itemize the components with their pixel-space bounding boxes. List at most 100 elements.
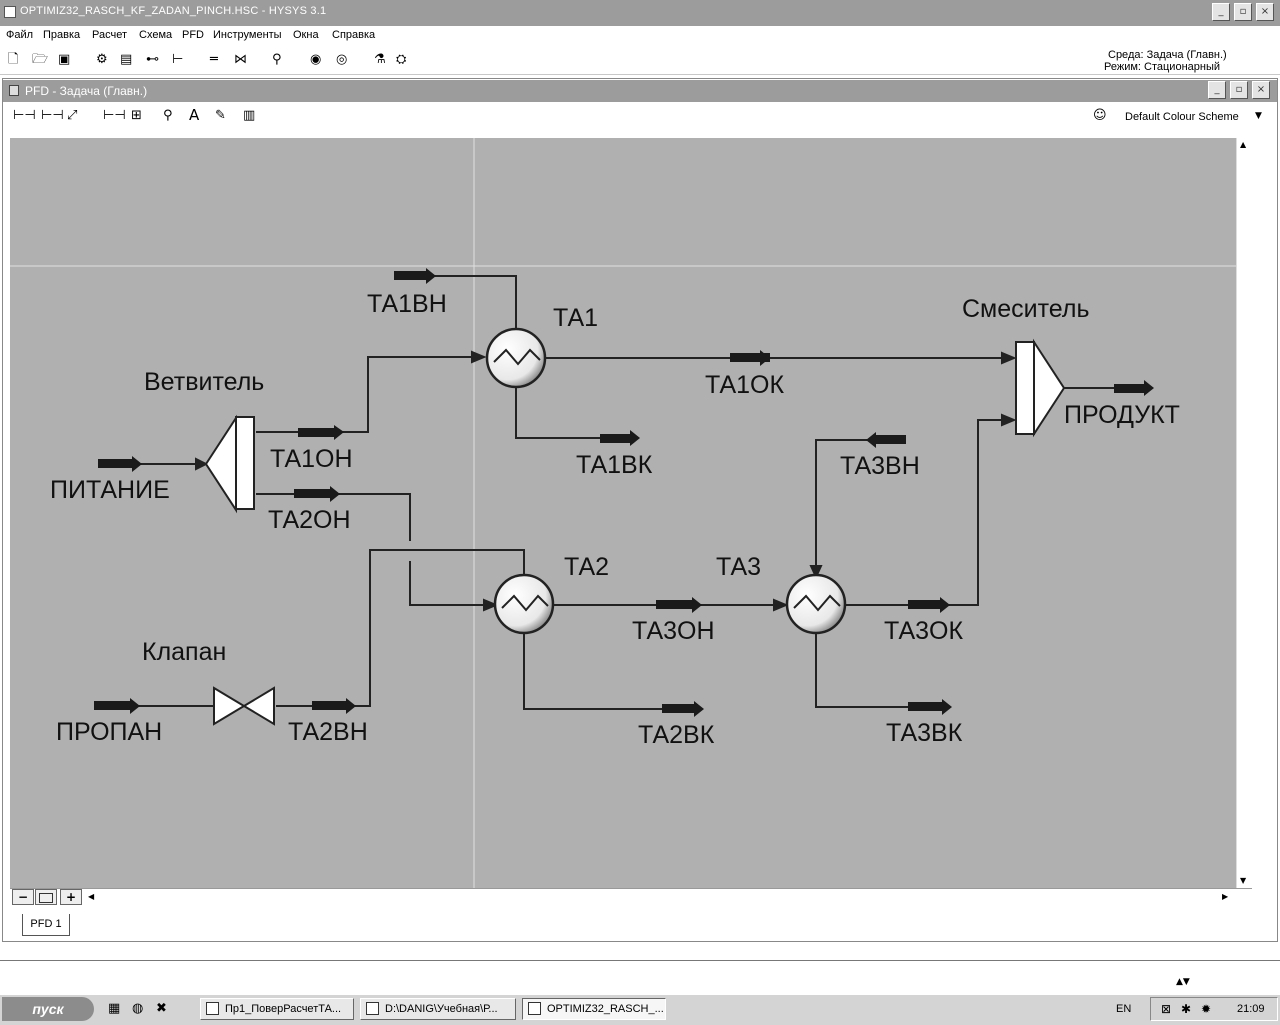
stream-ta3vk-line xyxy=(815,632,946,708)
task-word-doc[interactable]: Пр1_ПоверРасчетТА... xyxy=(200,998,354,1020)
task-hysys[interactable]: OPTIMIZ32_RASCH_... xyxy=(522,998,666,1020)
mixer-unit[interactable] xyxy=(1015,338,1066,438)
language-indicator[interactable]: EN xyxy=(1116,1003,1132,1015)
start-button[interactable]: пуск xyxy=(2,997,94,1021)
label-mixer: Смеситель xyxy=(962,295,1089,323)
stream-marker-feed xyxy=(98,456,142,472)
stream-icon[interactable]: ═ xyxy=(210,52,218,67)
quicklaunch-browser-icon[interactable]: ◍ xyxy=(132,1001,144,1016)
dynamics-icon[interactable]: ⛭ xyxy=(396,52,407,67)
zoom-fit-button[interactable] xyxy=(35,889,57,905)
arrow-head xyxy=(1001,351,1017,365)
label-feed: ПИТАНИЕ xyxy=(50,476,170,504)
mode-label: Режим: Стационарный xyxy=(1104,61,1220,73)
scroll-left-icon[interactable]: ◀ xyxy=(88,892,95,901)
auto-position-icon[interactable]: ⊞ xyxy=(131,108,142,123)
new-file-icon[interactable]: 🗋 xyxy=(8,52,19,67)
quicklaunch-tool-icon[interactable]: ✖ xyxy=(156,1001,167,1016)
pfd-title: PFD - Задача (Главн.) xyxy=(25,84,148,98)
arrow-head xyxy=(471,350,487,364)
menu-windows[interactable]: Окна xyxy=(293,29,319,41)
arrow-head xyxy=(1001,413,1017,427)
stream-ta3ok-line xyxy=(846,419,1004,606)
menu-edit[interactable]: Правка xyxy=(43,29,81,41)
object-navigator-icon[interactable]: ⚲ xyxy=(272,52,282,67)
flask-icon[interactable]: ⚗ xyxy=(374,52,386,67)
stream-marker-ta1vn xyxy=(394,268,436,284)
palette-icon[interactable]: ▥ xyxy=(243,108,256,123)
chevron-down-icon[interactable]: ▼ xyxy=(1255,111,1262,121)
status-up-down-icon[interactable]: ▲▼ xyxy=(1176,977,1190,987)
pfd-title-bar: PFD - Задача (Главн.) xyxy=(3,80,1277,102)
clock: 21:09 xyxy=(1237,1003,1265,1015)
menu-scheme[interactable]: Схема xyxy=(139,29,173,41)
menu-calc[interactable]: Расчет xyxy=(92,29,127,41)
scroll-up-icon[interactable]: ▲ xyxy=(1240,140,1247,149)
menu-file[interactable]: Файл xyxy=(6,29,34,41)
component-list-icon[interactable]: ⚙ xyxy=(96,52,108,67)
label-splitter: Ветвитель xyxy=(144,368,264,396)
stream-ta2vk-line xyxy=(523,632,700,710)
menu-help[interactable]: Справка xyxy=(332,29,376,41)
horizontal-scrollbar[interactable]: ◀ ▶ xyxy=(10,888,1252,907)
break-connection-icon[interactable]: ⤢ xyxy=(67,108,78,123)
text-label-icon[interactable]: A xyxy=(189,106,200,124)
pfd-minimize-button[interactable]: _ xyxy=(1208,81,1226,99)
valve-unit[interactable] xyxy=(213,686,275,726)
tray-antivirus-icon[interactable]: ✹ xyxy=(1201,1002,1212,1016)
scroll-down-icon[interactable]: ▼ xyxy=(1240,876,1247,885)
tab-pfd1[interactable]: PFD 1 xyxy=(22,914,70,936)
scroll-right-icon[interactable]: ▶ xyxy=(1222,892,1229,901)
menu-pfd[interactable]: PFD xyxy=(182,29,204,41)
vertical-scrollbar[interactable]: ▲ ▼ xyxy=(1236,138,1253,888)
label-ta3vn: ТА3ВН xyxy=(840,452,920,480)
stream-marker-ta3vn xyxy=(866,432,906,448)
heat-exchanger-ta3[interactable] xyxy=(785,573,847,635)
eye-alt-icon[interactable]: ◎ xyxy=(336,52,348,67)
pfd-window-icon xyxy=(9,85,19,96)
tray-network-icon[interactable]: ⊠ xyxy=(1161,1002,1172,1016)
colour-scheme-icon[interactable]: ☺ xyxy=(1093,108,1107,123)
close-button[interactable]: × xyxy=(1256,3,1274,21)
label-ta3: ТА3 xyxy=(716,553,761,581)
label-ta3ok: ТА3ОК xyxy=(884,617,963,645)
minimize-button[interactable]: _ xyxy=(1212,3,1230,21)
label-ta1vn: ТА1ВН xyxy=(367,290,447,318)
workbook-icon[interactable]: ▤ xyxy=(120,52,133,67)
tray-volume-icon[interactable]: ✱ xyxy=(1181,1002,1192,1016)
colour-scheme-select[interactable]: Default Colour Scheme xyxy=(1125,111,1239,123)
binoculars-icon[interactable]: ⊷ xyxy=(146,52,159,67)
stream-ta1vk-line xyxy=(515,386,636,439)
arrow-head xyxy=(809,565,823,580)
stream-marker-ta1on xyxy=(298,425,344,440)
attach-mode-icon[interactable]: ⊢⊣ xyxy=(103,108,126,123)
heat-exchanger-ta2[interactable] xyxy=(493,573,555,635)
maximize-button[interactable]: ▫ xyxy=(1234,3,1252,21)
zoom-out-button[interactable]: − xyxy=(12,889,34,905)
zoom-in-button[interactable]: + xyxy=(60,889,82,905)
splitter-unit[interactable] xyxy=(204,414,255,514)
pfd-maximize-button[interactable]: ▫ xyxy=(1230,81,1248,99)
stream-marker-ta2vn xyxy=(312,698,356,714)
stream-marker-ta2vk xyxy=(662,701,704,717)
menu-tools[interactable]: Инструменты xyxy=(213,29,282,41)
arrow-head xyxy=(773,598,789,612)
eye-icon[interactable]: ◉ xyxy=(310,52,322,67)
quicklaunch-calc-icon[interactable]: ▦ xyxy=(108,1001,121,1016)
system-tray: ⊠ ✱ ✹ 21:09 xyxy=(1150,997,1278,1021)
heat-exchanger-ta1[interactable] xyxy=(485,327,547,389)
pfd-toolbar: ⊢⊣ ⊢⊣ ⤢ ⊢⊣ ⊞ ⚲ A ✎ ▥ ☺ Default Colour Sc… xyxy=(3,102,1277,132)
open-file-icon[interactable]: 🗁 xyxy=(32,52,49,67)
label-ta2on: ТА2ОН xyxy=(268,506,351,534)
valve-icon[interactable]: ⋈ xyxy=(234,52,247,67)
hysys-icon xyxy=(528,1002,541,1015)
tree-icon[interactable]: ⊢ xyxy=(172,52,184,67)
move-mode-icon[interactable]: ⊢⊣ xyxy=(41,108,64,123)
size-mode-icon[interactable]: ⊢⊣ xyxy=(13,108,36,123)
task-explorer[interactable]: D:\DANIG\Учебная\Р... xyxy=(360,998,516,1020)
save-icon[interactable]: ▣ xyxy=(58,52,71,67)
flowsheet-canvas[interactable]: Ветвитель Смеситель Клапан ТА1 ТА2 ТА3 П… xyxy=(10,138,1236,888)
pfd-close-button[interactable]: × xyxy=(1252,81,1270,99)
paint-icon[interactable]: ✎ xyxy=(215,108,226,123)
zoom-icon[interactable]: ⚲ xyxy=(163,108,173,123)
